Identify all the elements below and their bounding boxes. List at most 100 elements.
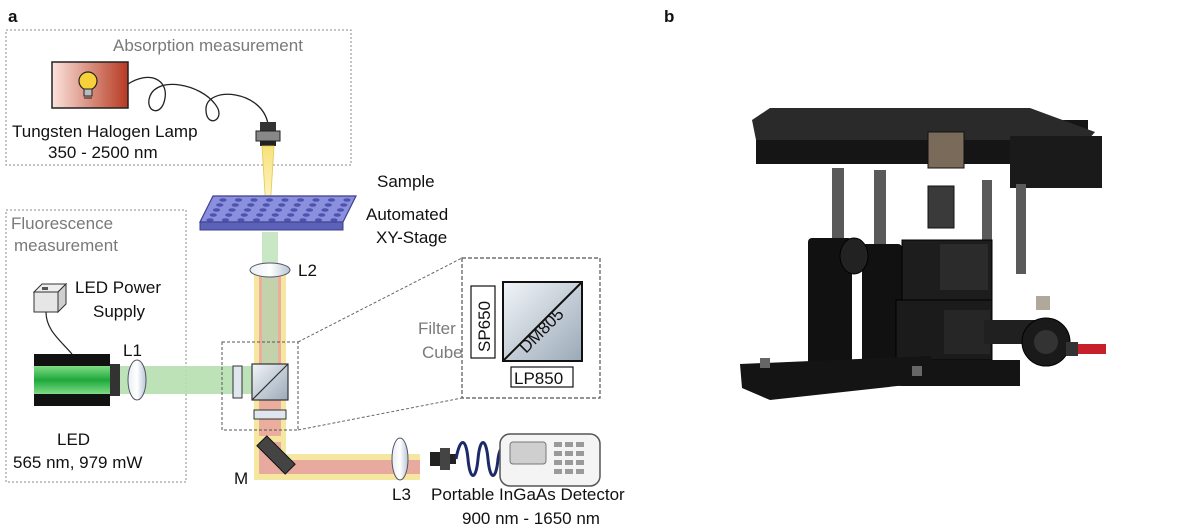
top-stage-top (752, 108, 1095, 140)
plate-well (256, 213, 264, 217)
plate-well (240, 213, 248, 217)
power-supply-label-line1: LED Power (75, 278, 161, 297)
lamp-name-label: Tungsten Halogen Lamp (12, 122, 198, 141)
power-supply-label-line2: Supply (93, 302, 145, 321)
filter-cube-label-line2: Cube (422, 343, 463, 362)
plate-well (271, 213, 279, 217)
plate-well (268, 218, 276, 222)
plate-well (293, 203, 301, 207)
plate-well (290, 208, 298, 212)
fluorescence-title-line1: Fluorescence (11, 214, 113, 233)
l2-label: L2 (298, 261, 317, 280)
plate-well (324, 203, 332, 207)
stage-label-line2: XY-Stage (376, 228, 447, 247)
post-holder-mid (862, 244, 902, 386)
keypad-key (554, 451, 562, 456)
zoom-line-top (297, 257, 463, 343)
objective (927, 185, 955, 229)
l1-label: L1 (123, 341, 142, 360)
keypad-key (576, 469, 584, 474)
plate-well (250, 198, 258, 202)
led-spec-label: 565 nm, 979 mW (13, 453, 142, 472)
absorption-section: Absorption measurement Tungsten Halogen … (5, 29, 352, 166)
stage-motor (927, 131, 965, 169)
emission-beam-horizontal (259, 442, 420, 474)
plate-well (302, 213, 310, 217)
keypad-key (565, 451, 573, 456)
mirror-label: M (234, 469, 248, 488)
filter-cube-label-line1: Filter (418, 319, 456, 338)
plate-well (259, 208, 267, 212)
connector-silver (1036, 296, 1050, 310)
led-name-label: LED (57, 430, 90, 449)
panel-a-label: a (8, 7, 18, 26)
instrument-photo (740, 108, 1106, 400)
power-cable (45, 311, 73, 355)
plate-well (262, 203, 270, 207)
plate-well (333, 213, 341, 217)
plate-well (336, 208, 345, 212)
plate-well (312, 198, 320, 202)
plate-well (283, 218, 292, 222)
lens-l1 (127, 359, 147, 401)
plate-well (314, 218, 323, 222)
lens-l3 (391, 437, 409, 481)
keypad-key (576, 442, 584, 447)
panel-b-label: b (664, 7, 674, 26)
plate-well (234, 198, 243, 202)
plate-well (219, 198, 227, 202)
plate-well (318, 213, 326, 217)
lens-l2 (249, 262, 291, 278)
keypad-key (565, 442, 573, 447)
fluorescence-title-line2: measurement (14, 236, 118, 255)
stage-label-line1: Automated (366, 205, 448, 224)
plate-well (278, 203, 286, 207)
ingaas-detector (499, 433, 601, 487)
red-fiber-cap (1076, 344, 1106, 354)
plate-well (237, 218, 245, 222)
plate-well (243, 208, 252, 212)
cube-lower-side (944, 310, 990, 354)
fluorescence-section: Fluorescence measurement LED Power Suppl… (5, 209, 187, 483)
plate-well (327, 198, 336, 202)
post-4 (982, 180, 992, 270)
plate-well (228, 208, 236, 212)
l3-label: L3 (392, 485, 411, 504)
plate-well (274, 208, 283, 212)
keypad-key (554, 469, 562, 474)
plate-well (330, 218, 338, 222)
post-1 (832, 168, 844, 258)
keypad-key (565, 460, 573, 465)
power-supply-icon (32, 282, 68, 314)
plate-well (321, 208, 329, 212)
cube-side (940, 244, 988, 290)
keypad-key (576, 460, 584, 465)
plate-well (225, 213, 233, 217)
filter-cube-inset (461, 257, 601, 399)
detector-fiber-coil (454, 441, 508, 477)
plate-well (209, 213, 217, 217)
post-3 (1016, 184, 1026, 274)
fiber-cable (127, 76, 269, 125)
keypad-key (576, 451, 584, 456)
stage-rail (1010, 136, 1102, 188)
plate-well (247, 203, 255, 207)
base-bolt-2 (912, 366, 922, 376)
plate-well (231, 203, 239, 207)
sp650-label: SP650 (475, 301, 494, 352)
mirror-m (256, 435, 296, 475)
plate-well (343, 198, 351, 202)
base-plate (740, 356, 952, 400)
zoom-line-bottom (297, 397, 463, 431)
plate-well (309, 203, 317, 207)
detector-name-label: Portable InGaAs Detector (431, 485, 625, 504)
plate-well (281, 198, 289, 202)
green-in-vertical (262, 232, 278, 382)
keypad-key (554, 442, 562, 447)
post-2 (874, 170, 886, 260)
sample-plate (199, 195, 357, 231)
lamp-range-label: 350 - 2500 nm (48, 143, 158, 162)
led-source (34, 354, 120, 406)
keypad-key (565, 469, 573, 474)
